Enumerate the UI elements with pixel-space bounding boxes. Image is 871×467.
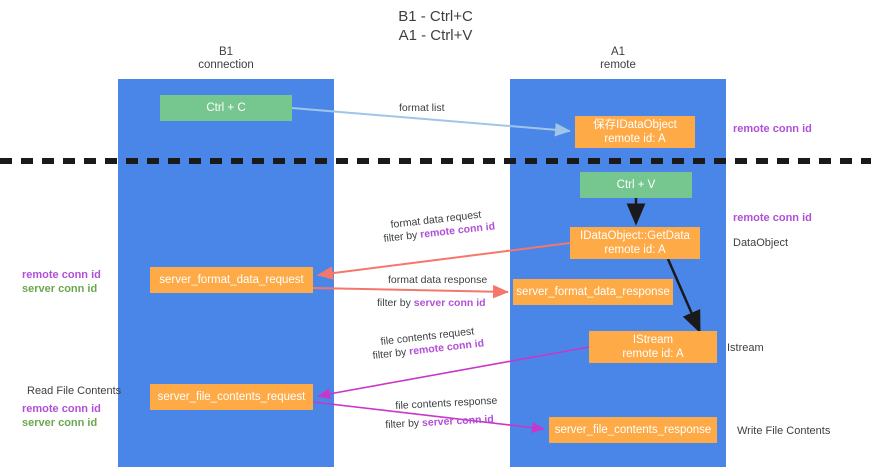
edge-label-filter-server-conn-id-1: filter by server conn id <box>377 297 486 310</box>
box-istream-line1: IStream <box>632 334 674 346</box>
box-server-file-contents-request[interactable]: server_file_contents_request <box>150 384 313 410</box>
box-ctrl-v[interactable]: Ctrl + V <box>580 172 692 198</box>
page-title: B1 - Ctrl+C A1 - Ctrl+V <box>0 7 871 45</box>
annotation-left-remote-conn-id-mid: remote conn id <box>22 269 101 281</box>
box-getdata-line1: IDataObject::GetData <box>580 230 690 242</box>
annotation-left-conn-ids-bot: remote conn id server conn id <box>22 402 101 430</box>
annotation-read-file-contents: Read File Contents <box>27 385 122 397</box>
annotation-remote-conn-id-mid: remote conn id <box>733 212 812 224</box>
server-conn-id-text-2: server conn id <box>421 413 495 430</box>
box-server-format-data-request-label: server_format_data_request <box>159 274 304 286</box>
lane-header-b1: B1 connection <box>118 46 334 72</box>
edge-label-format-list: format list <box>399 102 445 114</box>
server-conn-id-text-1: server conn id <box>413 297 486 309</box>
edge-label-filter-server-conn-id-2: filter by server conn id <box>385 413 494 432</box>
box-idataobject-line2: remote id: A <box>604 133 666 145</box>
annotation-dataobject: DataObject <box>733 237 789 249</box>
annotation-left-remote-conn-id-bot: remote conn id <box>22 403 101 415</box>
box-ctrl-c[interactable]: Ctrl + C <box>160 95 292 121</box>
annotation-write-file-contents: Write File Contents <box>737 425 831 437</box>
box-idataobject-line1: 保存IDataObject <box>593 119 677 131</box>
box-istream[interactable]: IStream remote id: A <box>589 331 717 363</box>
box-server-format-data-request[interactable]: server_format_data_request <box>150 267 313 293</box>
box-ctrl-c-label: Ctrl + C <box>206 102 246 114</box>
annotation-left-server-conn-id-bot: server conn id <box>22 417 98 429</box>
annotation-istream: Istream <box>727 342 764 354</box>
annotation-remote-conn-id-top: remote conn id <box>733 123 812 135</box>
box-idataobject-getdata[interactable]: IDataObject::GetData remote id: A <box>570 227 700 259</box>
lane-b1-sub: connection <box>198 59 254 71</box>
title-line-1: B1 - Ctrl+C <box>398 8 473 25</box>
box-server-format-data-response-label: server_format_data_response <box>516 286 670 298</box>
filter-by-text-4: filter by <box>385 417 420 431</box>
box-idataobject[interactable]: 保存IDataObject remote id: A <box>575 116 695 148</box>
lane-a1-sub: remote <box>600 59 636 71</box>
box-server-file-contents-response-label: server_file_contents_response <box>554 424 712 436</box>
box-server-file-contents-request-label: server_file_contents_request <box>157 391 306 403</box>
annotation-left-conn-ids-mid: remote conn id server conn id <box>22 268 101 296</box>
arrow-format-data-response <box>312 284 509 299</box>
filter-by-text-2: filter by <box>377 297 411 309</box>
lane-header-a1: A1 remote <box>510 46 726 72</box>
box-server-format-data-response[interactable]: server_format_data_response <box>513 279 673 305</box>
box-istream-line2: remote id: A <box>622 348 684 360</box>
annotation-left-server-conn-id-mid: server conn id <box>22 283 98 295</box>
lane-a1-name: A1 <box>610 46 626 58</box>
filter-by-text-1: filter by <box>383 229 418 245</box>
edge-label-file-contents-response: file contents response <box>395 394 498 412</box>
title-line-2: A1 - Ctrl+V <box>398 27 473 44</box>
edge-label-format-data-response: format data response <box>388 274 488 286</box>
box-server-file-contents-response[interactable]: server_file_contents_response <box>549 417 717 443</box>
filter-by-text-3: filter by <box>372 346 407 362</box>
lane-b1-name: B1 <box>218 46 234 58</box>
box-ctrl-v-label: Ctrl + V <box>616 179 656 191</box>
box-getdata-line2: remote id: A <box>604 244 666 256</box>
